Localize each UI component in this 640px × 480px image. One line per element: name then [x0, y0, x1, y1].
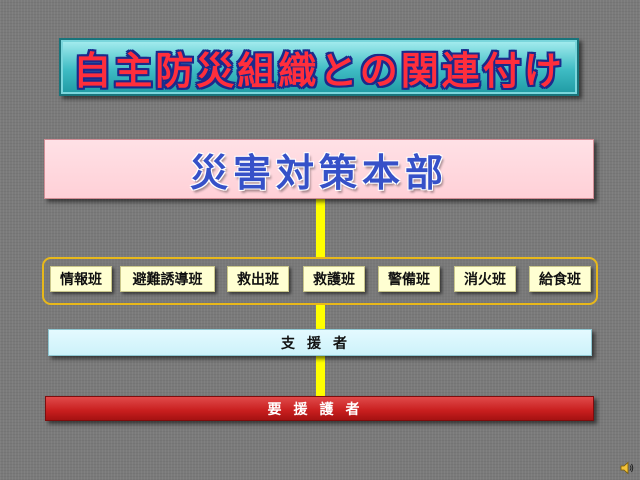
team-evacuation-guidance: 避難誘導班	[120, 266, 215, 292]
connector-hq-to-teams	[316, 199, 325, 257]
connector-teams-to-supporters	[316, 305, 325, 329]
title-banner: 自主防災組織との関連付け	[59, 38, 579, 96]
care-needers-label: 要援護者	[267, 401, 372, 418]
team-first-aid: 救護班	[303, 266, 365, 292]
team-security: 警備班	[378, 266, 440, 292]
care-needers-box: 要援護者	[45, 396, 594, 421]
team-information: 情報班	[50, 266, 112, 292]
supporters-label: 支援者	[281, 335, 359, 352]
headquarters-label: 災害対策本部	[189, 150, 448, 195]
supporters-box: 支援者	[48, 329, 592, 356]
team-firefighting: 消火班	[454, 266, 516, 292]
team-food-supply: 給食班	[529, 266, 591, 292]
headquarters-box: 災害対策本部	[44, 139, 594, 199]
connector-supporters-to-care-needers	[316, 356, 325, 396]
speaker-icon[interactable]	[620, 461, 634, 475]
page-title: 自主防災組織との関連付け	[73, 48, 565, 93]
team-rescue: 救出班	[227, 266, 289, 292]
